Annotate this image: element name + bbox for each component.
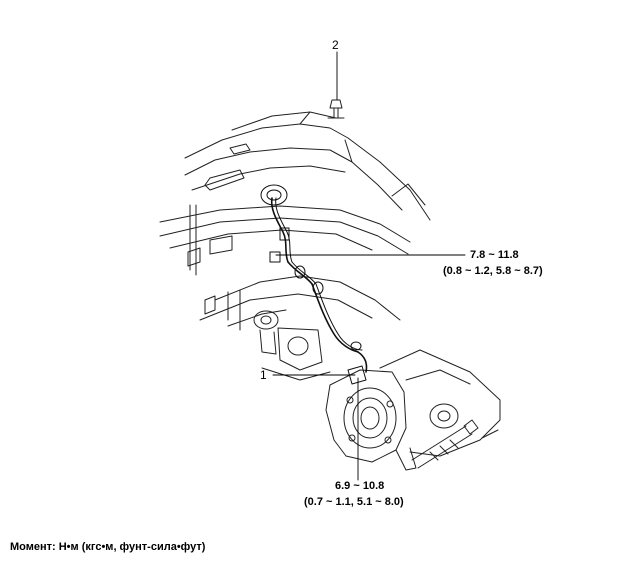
sensor-harness bbox=[260, 184, 368, 385]
callout-2: 2 bbox=[332, 38, 339, 52]
leader-lines bbox=[272, 51, 466, 481]
trailing-arm bbox=[199, 275, 401, 381]
lower-control-arm bbox=[379, 349, 501, 457]
torque-upper-alt: (0.8 ~ 1.2, 5.8 ~ 8.7) bbox=[443, 265, 543, 277]
torque-units-note: Момент: Н•м (кгс•м, фунт-сила•фут) bbox=[10, 541, 206, 553]
shock-absorber bbox=[411, 419, 479, 469]
torque-lower-value: 6.9 ~ 10.8 bbox=[335, 480, 385, 492]
torque-lower-alt: (0.7 ~ 1.1, 5.1 ~ 8.0) bbox=[304, 496, 404, 508]
torque-upper-value: 7.8 ~ 11.8 bbox=[470, 249, 519, 261]
body-floor-panel bbox=[184, 111, 431, 221]
knuckle-hub bbox=[325, 369, 417, 471]
callout-1: 1 bbox=[260, 368, 267, 382]
sensor-connector bbox=[327, 99, 345, 119]
